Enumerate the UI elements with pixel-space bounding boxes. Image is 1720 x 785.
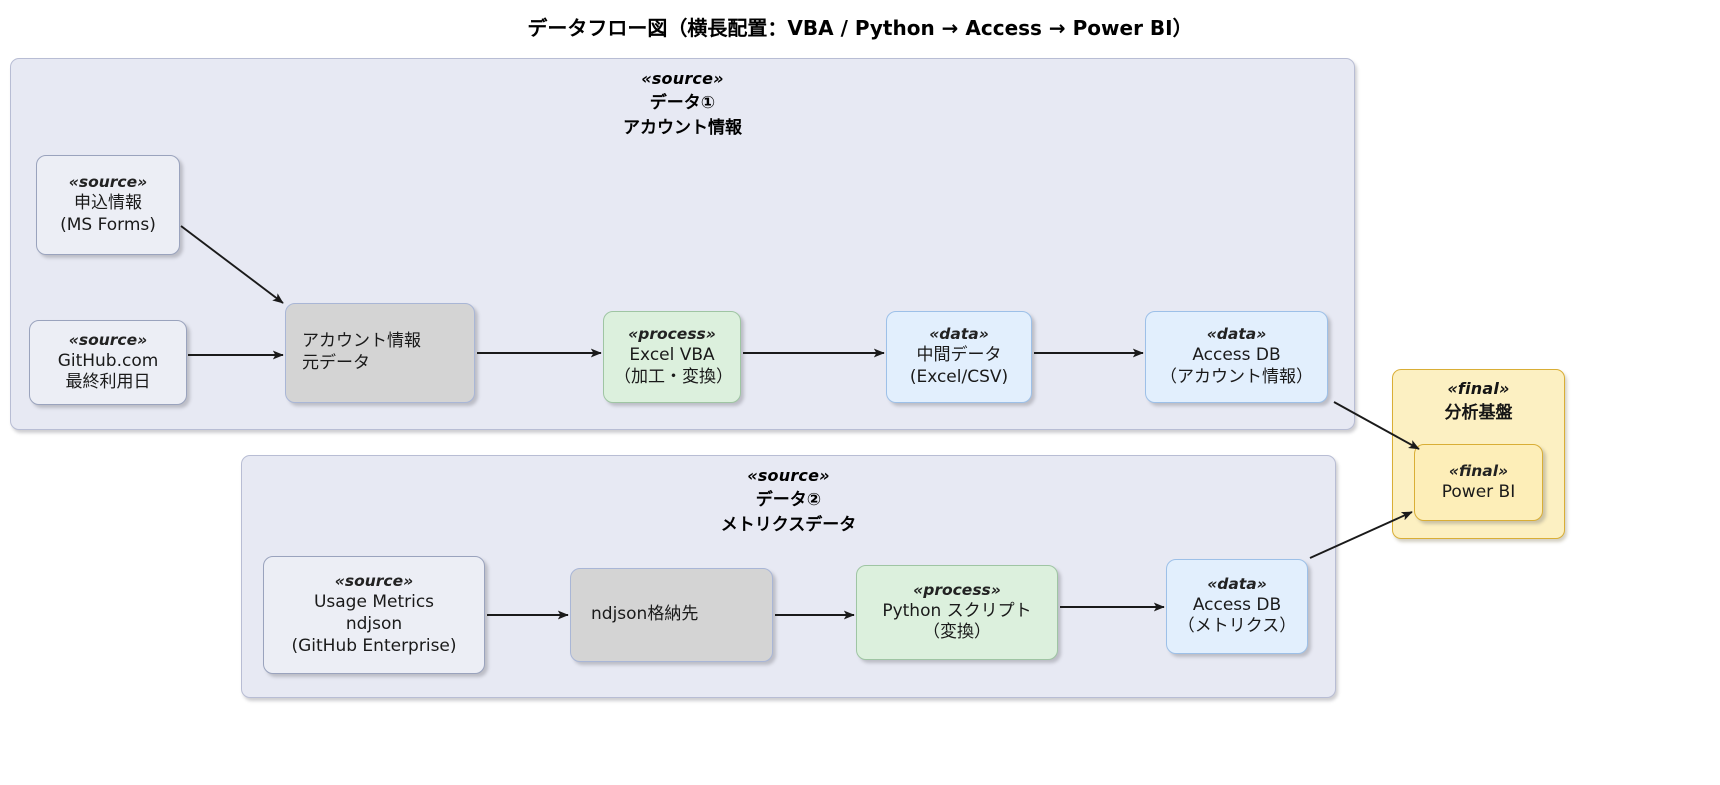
node-github-com-line1: GitHub.com: [57, 350, 159, 371]
node-power-bi-line1: Power BI: [1441, 481, 1516, 502]
package-source-1-name-line2: アカウント情報: [623, 118, 742, 138]
node-interim-data[interactable]: «data» 中間データ (Excel/CSV): [886, 311, 1032, 403]
package-source-2-name-line2: メトリクスデータ: [720, 515, 857, 535]
node-access-db-account-line2: （アカウント情報）: [1160, 366, 1313, 387]
node-interim-data-stereotype: «data»: [929, 325, 989, 344]
node-access-db-metrics-line2: （メトリクス）: [1177, 616, 1297, 637]
node-ms-forms-line2: (MS Forms): [60, 214, 156, 235]
node-ms-forms[interactable]: «source» 申込情報 (MS Forms): [36, 155, 180, 255]
node-github-com[interactable]: «source» GitHub.com 最終利用日: [29, 320, 187, 405]
package-source-2-header: «source» データ② メトリクスデータ: [242, 466, 1335, 535]
node-interim-data-line2: (Excel/CSV): [909, 366, 1009, 387]
package-source-1-stereotype: «source»: [641, 69, 724, 88]
node-ms-forms-stereotype: «source»: [68, 173, 148, 192]
diagram-title: データフロー図（横長配置：VBA / Python → Access → Pow…: [527, 16, 1193, 40]
node-power-bi[interactable]: «final» Power BI: [1414, 444, 1543, 521]
package-source-1-name-line1: データ①: [649, 93, 716, 113]
node-power-bi-stereotype: «final»: [1448, 461, 1509, 480]
node-usage-metrics[interactable]: «source» Usage Metrics ndjson (GitHub En…: [263, 556, 485, 674]
package-final-header: «final» 分析基盤: [1393, 379, 1564, 423]
node-excel-vba-line2: （加工・変換）: [614, 366, 733, 387]
node-interim-data-line1: 中間データ: [916, 345, 1002, 366]
node-account-raw-line1: アカウント情報: [302, 331, 421, 352]
node-access-db-metrics-line1: Access DB: [1192, 594, 1282, 615]
node-usage-metrics-line1: Usage Metrics: [313, 592, 435, 613]
node-ndjson-store-line1: ndjson格納先: [591, 604, 699, 625]
node-python-script-line2: （変換）: [923, 622, 991, 643]
node-excel-vba-line1: Excel VBA: [629, 345, 715, 366]
package-source-1-header: «source» データ① アカウント情報: [11, 69, 1354, 138]
node-ms-forms-line1: 申込情報: [74, 193, 142, 214]
node-account-raw-line2: 元データ: [302, 353, 370, 373]
node-python-script[interactable]: «process» Python スクリプト （変換）: [856, 565, 1058, 660]
node-access-db-account-line1: Access DB: [1192, 345, 1281, 366]
node-excel-vba-stereotype: «process»: [628, 325, 716, 344]
package-source-2-stereotype: «source»: [747, 466, 830, 485]
node-usage-metrics-line2: ndjson: [345, 614, 403, 635]
node-github-com-stereotype: «source»: [68, 330, 148, 349]
node-python-script-line1: Python スクリプト: [882, 600, 1032, 621]
package-final-stereotype: «final»: [1447, 379, 1510, 398]
node-github-com-line2: 最終利用日: [65, 372, 151, 393]
package-source-2-name-line1: データ②: [755, 490, 822, 510]
node-account-raw[interactable]: アカウント情報 元データ: [285, 303, 475, 403]
node-ndjson-store[interactable]: ndjson格納先: [570, 568, 773, 662]
node-access-db-metrics[interactable]: «data» Access DB （メトリクス）: [1166, 559, 1308, 654]
node-usage-metrics-stereotype: «source»: [334, 572, 414, 591]
node-excel-vba[interactable]: «process» Excel VBA （加工・変換）: [603, 311, 741, 403]
node-access-db-account-stereotype: «data»: [1206, 325, 1267, 344]
package-final-name: 分析基盤: [1444, 403, 1513, 423]
node-access-db-metrics-stereotype: «data»: [1207, 574, 1267, 593]
node-access-db-account[interactable]: «data» Access DB （アカウント情報）: [1145, 311, 1328, 403]
node-python-script-stereotype: «process»: [913, 580, 1001, 599]
node-usage-metrics-line3: (GitHub Enterprise): [291, 635, 457, 656]
